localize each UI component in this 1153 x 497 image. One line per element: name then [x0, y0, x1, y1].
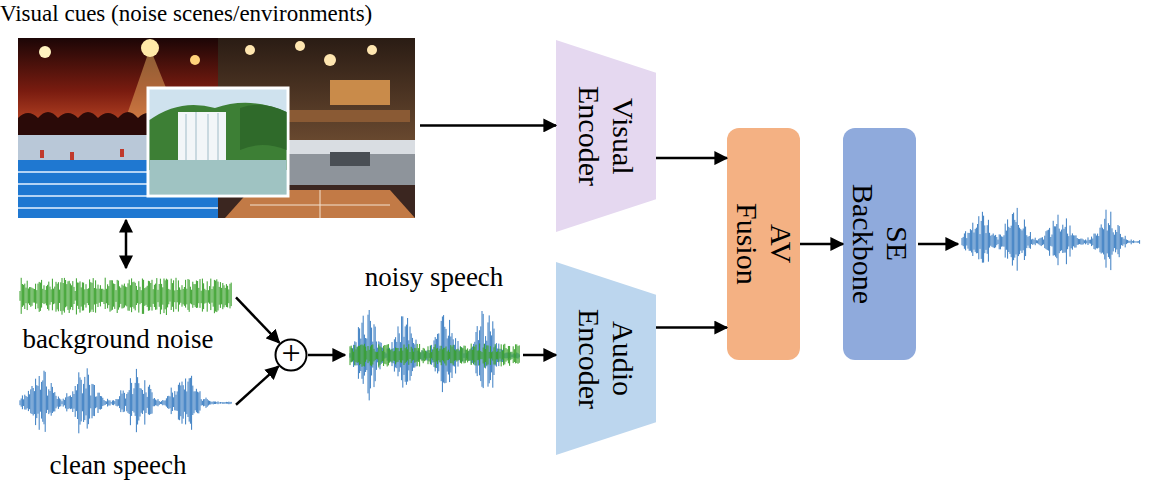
waterfall-photo: [148, 88, 288, 196]
waterfall-pool: [150, 160, 287, 195]
stage-light: [190, 55, 200, 65]
noise-waveform: [20, 278, 231, 315]
scene-image-group: Visual cues (noise scenes/environments): [0, 0, 420, 220]
block-label: SE Backbone: [846, 184, 914, 304]
clean-waveform: [20, 368, 231, 433]
waterfall-forest: [150, 103, 287, 170]
flow-arrow: [420, 124, 556, 127]
bar-lamp: [324, 54, 336, 66]
waveform-label: clean speech: [0, 450, 256, 480]
sum-symbol: +: [274, 335, 308, 371]
waveform-label: background noise: [0, 324, 256, 354]
bar-lamp: [367, 45, 377, 55]
bar-shelf: [330, 80, 390, 105]
enhanced-waveform: [962, 208, 1140, 271]
flow-arrow: [656, 157, 727, 160]
flow-arrow: [236, 366, 278, 404]
encoder-trapezoid: Audio Encoder: [556, 262, 656, 455]
waterfall-streaks: [186, 112, 218, 162]
flow-arrow: [236, 297, 279, 342]
output-arrow: [918, 243, 958, 246]
waveform-box: clean speech: [0, 362, 236, 484]
flow-arrow: [800, 243, 843, 246]
encoder-label: Audio Encoder: [572, 309, 640, 409]
waveform-box: noisy speech: [345, 262, 523, 412]
image-heading: Visual cues (noise scenes/environments): [0, 0, 372, 28]
fusion-box: AV Fusion: [727, 128, 800, 360]
encoder-trapezoid: Visual Encoder: [556, 40, 656, 232]
bar-lamp: [245, 45, 255, 55]
trapezoid-shape: [556, 262, 656, 455]
stadium-photo: [288, 140, 415, 185]
flow-arrow: [308, 354, 345, 357]
noisy-noise-waveform: [350, 344, 519, 368]
stage-light: [39, 46, 51, 58]
sum-circle: +: [274, 338, 308, 372]
block-label: AV Fusion: [730, 186, 798, 302]
flow-arrow: [523, 354, 556, 357]
trapezoid-shape: [556, 40, 656, 232]
flow-arrow: [656, 326, 727, 329]
waterfall-falls: [178, 112, 226, 162]
backbone-box: SE Backbone: [843, 128, 916, 360]
waveform-box: background noise: [0, 268, 236, 352]
encoder-label: Visual Encoder: [572, 86, 640, 186]
waterfall-forest-shade: [240, 105, 287, 150]
stadium-scoreboard: [330, 152, 370, 166]
stadium-roof: [288, 140, 415, 154]
flow-arrow: [125, 220, 128, 268]
noisy-speech-waveform: [350, 310, 519, 400]
waveform-label: noisy speech: [325, 262, 543, 292]
stage-light: [141, 39, 159, 57]
bar-lamp: [295, 41, 305, 51]
